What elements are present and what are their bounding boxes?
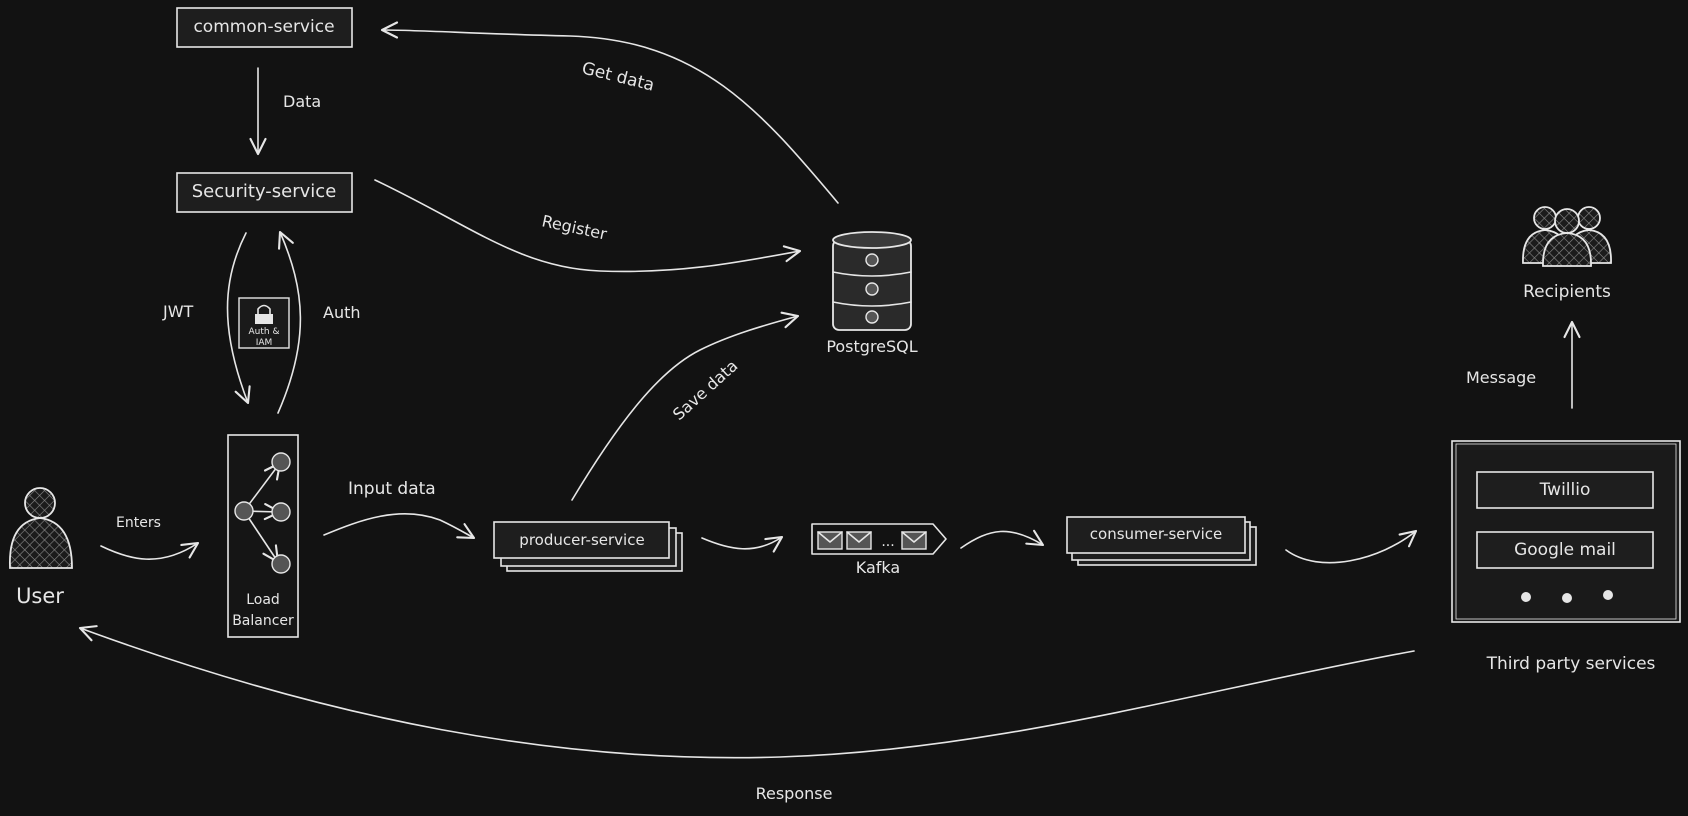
edge-auth: Auth	[277, 230, 361, 414]
common-service-box: common-service	[176, 7, 353, 48]
lock-icon	[255, 304, 273, 324]
edge-response-label: Response	[756, 784, 833, 803]
edge-register: Register	[374, 179, 802, 273]
edge-input-data: Input data	[323, 479, 476, 540]
edge-data-label: Data	[283, 92, 321, 111]
user: User	[9, 487, 73, 608]
edge-producer-kafka	[701, 535, 784, 553]
common-service-label: common-service	[193, 17, 334, 37]
provider-twillio-label: Twillio	[1539, 480, 1591, 500]
auth-badge-line1: Auth &	[249, 327, 280, 337]
edge-response: Response	[78, 625, 1415, 803]
auth-iam-badge: Auth & IAM	[238, 297, 290, 349]
security-service-label: Security-service	[192, 181, 337, 202]
kafka-queue: ... Kafka	[811, 523, 947, 577]
load-balancer-icon	[234, 452, 291, 574]
auth-badge-line2: IAM	[256, 338, 273, 348]
database-label: PostgreSQL	[826, 337, 917, 356]
load-balancer-label-line2: Balancer	[232, 613, 294, 629]
producer-service-label: producer-service	[519, 531, 644, 549]
edge-jwt-label: JWT	[162, 302, 194, 321]
edge-get-data-label: Get data	[580, 58, 657, 95]
queue-dots: ...	[881, 534, 894, 550]
consumer-service-label: consumer-service	[1090, 525, 1222, 543]
postgresql-database: PostgreSQL	[826, 231, 918, 356]
provider-google-mail-label: Google mail	[1514, 540, 1616, 560]
edge-auth-label: Auth	[323, 303, 361, 322]
edge-message: Message	[1466, 320, 1581, 409]
security-service-box: Security-service	[176, 172, 353, 213]
edge-message-label: Message	[1466, 368, 1536, 387]
producer-service-box: producer-service	[493, 521, 683, 572]
edge-kafka-consumer	[960, 529, 1045, 549]
database-icon	[832, 231, 912, 331]
message-queue-icon: ...	[811, 523, 947, 555]
edge-get-data: Get data	[380, 21, 839, 204]
edge-data: Data	[249, 67, 321, 156]
load-balancer: Load Balancer	[227, 434, 299, 638]
edge-register-label: Register	[540, 211, 609, 243]
load-balancer-label-line1: Load	[246, 592, 280, 608]
user-label: User	[16, 584, 64, 608]
third-party-services: Twillio Google mail Third party services	[1451, 440, 1681, 674]
edge-input-data-label: Input data	[348, 479, 436, 499]
edge-jwt: JWT	[162, 232, 251, 405]
edge-save-data-label: Save data	[669, 356, 741, 424]
kafka-label: Kafka	[856, 558, 900, 577]
edge-enters: Enters	[100, 515, 200, 560]
consumer-service-box: consumer-service	[1066, 516, 1257, 566]
provider-twillio: Twillio	[1476, 471, 1654, 509]
recipients: Recipients	[1522, 206, 1612, 302]
user-icon	[9, 487, 73, 569]
edge-enters-label: Enters	[116, 515, 161, 531]
third-party-caption: Third party services	[1486, 654, 1656, 674]
edge-consumer-third-party	[1285, 529, 1418, 564]
provider-google-mail: Google mail	[1476, 531, 1654, 569]
people-icon	[1522, 206, 1612, 267]
recipients-label: Recipients	[1523, 282, 1611, 302]
more-providers-dots	[1521, 590, 1613, 603]
edge-save-data: Save data	[571, 311, 800, 501]
